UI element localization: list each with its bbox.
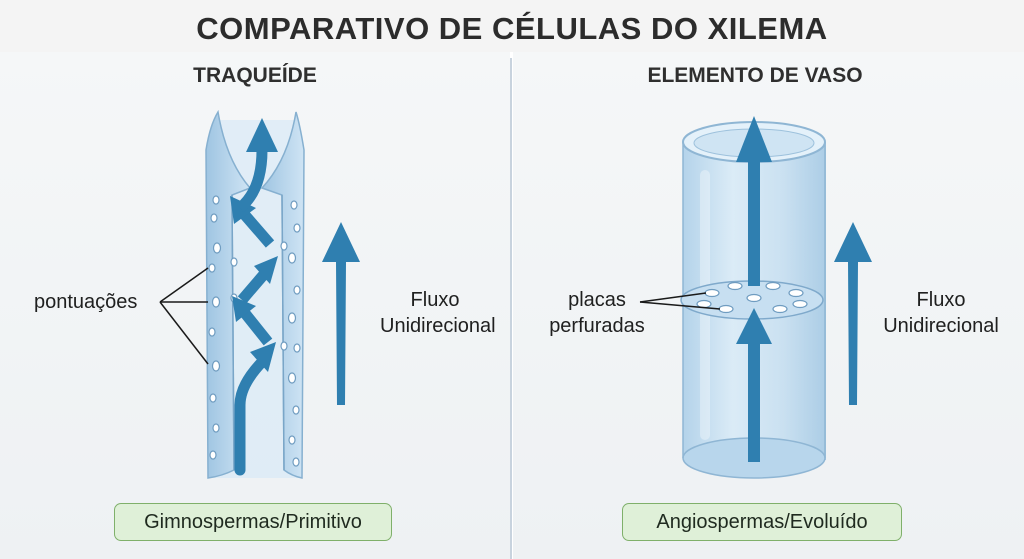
right-flow-label-line2: Unidirecional bbox=[883, 315, 999, 337]
right-flow-label: Fluxo Unidirecional bbox=[876, 287, 1006, 339]
left-flow-label-line2: Unidirecional bbox=[380, 315, 496, 337]
pit-icons-right bbox=[287, 200, 301, 467]
angiosperm-badge: Angiospermas/Evoluído bbox=[622, 503, 902, 541]
perforation-holes bbox=[696, 281, 808, 314]
tracheid-cell bbox=[205, 109, 305, 479]
panel-divider bbox=[510, 58, 512, 559]
tracheid-heading: TRAQUEÍDE bbox=[193, 64, 317, 87]
page-title: COMPARATIVO DE CÉLULAS DO XILEMA bbox=[0, 0, 1024, 52]
left-flow-label-line1: Fluxo bbox=[410, 289, 460, 311]
plate-callout-lines bbox=[639, 292, 721, 310]
pits-label: pontuações bbox=[34, 291, 138, 313]
right-flow-arrow bbox=[834, 222, 872, 405]
tracheid-flow-arrows bbox=[230, 118, 278, 476]
vessel-heading: ELEMENTO DE VASO bbox=[647, 64, 863, 87]
left-flow-label: Fluxo Unidirecional bbox=[380, 287, 496, 339]
plate-label: placas perfuradas bbox=[535, 287, 659, 339]
vessel-flow-arrows bbox=[736, 116, 772, 462]
plate-label-line2: perfuradas bbox=[549, 315, 645, 337]
pit-icons-left bbox=[208, 195, 222, 460]
right-flow-label-line1: Fluxo bbox=[916, 289, 966, 311]
left-flow-arrow bbox=[322, 222, 360, 405]
pits-callout-lines bbox=[159, 267, 209, 365]
plate-label-line1: placas bbox=[568, 289, 626, 311]
gymnosperm-badge: Gimnospermas/Primitivo bbox=[114, 503, 392, 541]
